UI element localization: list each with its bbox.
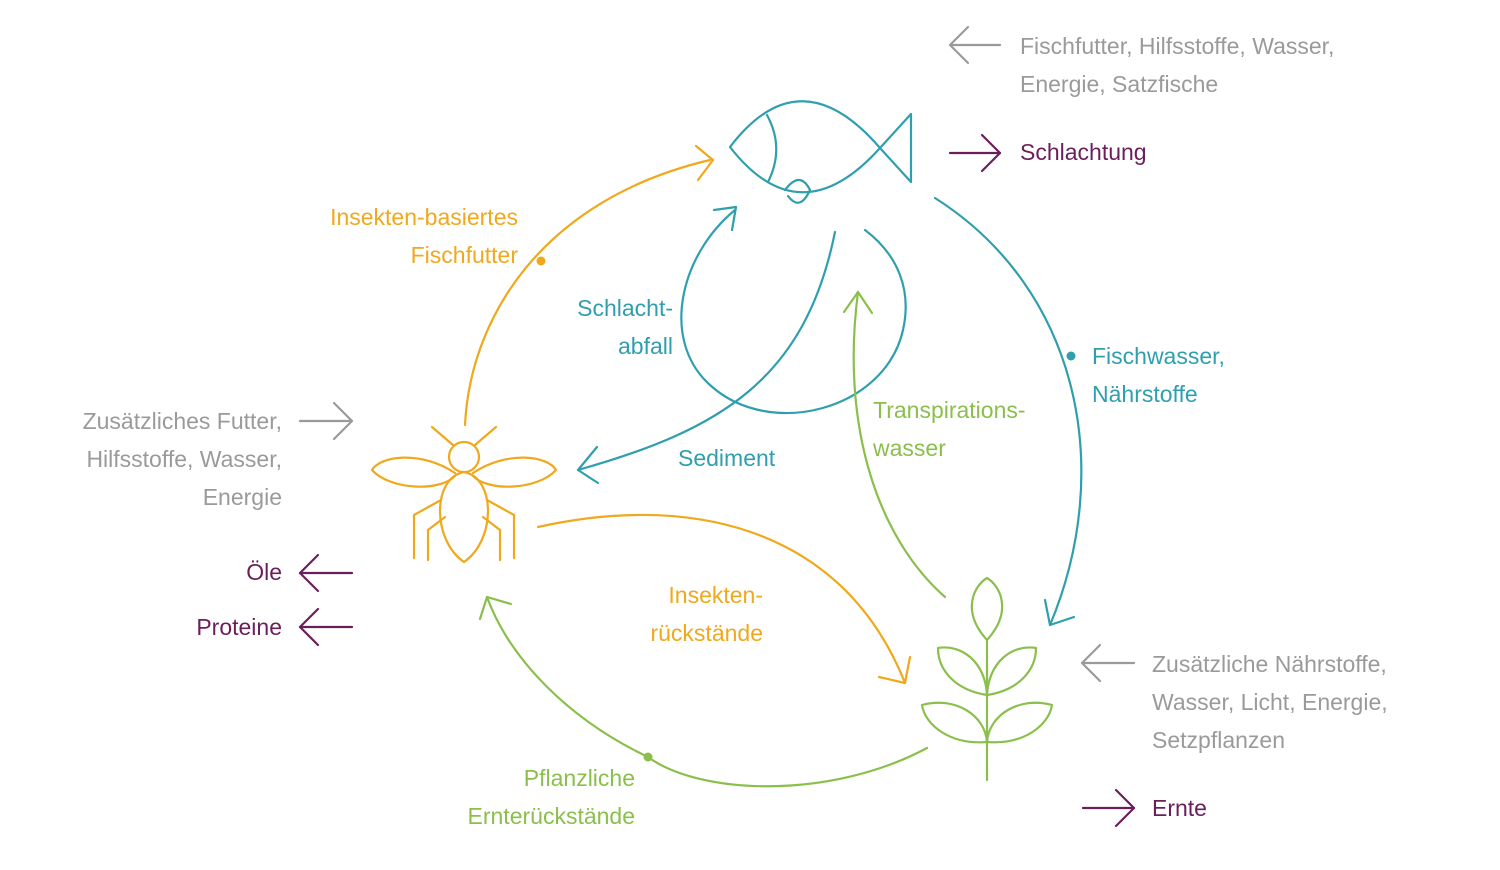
plant-output-label: Ernte [1152, 795, 1207, 821]
fish-icon [728, 100, 913, 204]
output-arrow-schlachtung [948, 133, 1002, 173]
flow-transpiration [842, 290, 947, 599]
input-arrow-fish [948, 25, 1002, 65]
label-line: Hilfsstoffe, Wasser, [86, 446, 282, 472]
flow-sediment [576, 230, 837, 485]
flow-transpiration-label: Transpirations- wasser [873, 391, 1026, 467]
input-arrow-insect [298, 401, 354, 441]
label-line: Wasser, Licht, Energie, [1152, 689, 1388, 715]
label-line: Insekten-basiertes [330, 204, 518, 230]
label-line: Fischfutter [410, 242, 518, 268]
label-line: Insekten- [668, 582, 763, 608]
flow-fish-to-plant-label: Fischwasser, Nährstoffe [1092, 337, 1225, 413]
output-arrow-proteine [298, 607, 354, 647]
flow-insect-residues-label: Insekten- rückstände [650, 576, 763, 652]
label-line: abfall [618, 333, 673, 359]
flow-plant-residues-label: Pflanzliche Ernterückstände [468, 759, 635, 835]
label-line: rückstände [650, 620, 763, 646]
label-line: Transpirations- [873, 397, 1026, 423]
label-line: Pflanzliche [523, 765, 635, 791]
flow-slaughter-waste-label: Schlacht- abfall [577, 289, 673, 365]
flow-fish-to-plant [933, 196, 1083, 627]
label-line: Zusätzliches Futter, [82, 408, 282, 434]
flow-insect-to-fish-label: Insekten-basiertes Fischfutter [330, 198, 518, 274]
output-arrow-oele [298, 553, 354, 593]
label-line: Nährstoffe [1092, 381, 1198, 407]
label-line: Energie, Satzfische [1020, 71, 1219, 97]
label-line: Ernterückstände [467, 803, 635, 829]
insect-icon [370, 425, 558, 564]
label-line: Fischfutter, Hilfsstoffe, Wasser, [1020, 33, 1335, 59]
label-line: Setzpflanzen [1152, 727, 1285, 753]
input-arrow-plant [1080, 643, 1136, 683]
fish-output-label: Schlachtung [1020, 139, 1147, 165]
fish-inputs-label: Fischfutter, Hilfsstoffe, Wasser, Energi… [1020, 27, 1334, 103]
plant-inputs-label: Zusätzliche Nährstoffe, Wasser, Licht, E… [1152, 645, 1388, 759]
label-line: wasser [873, 435, 946, 461]
flow-plant-residues [478, 595, 929, 788]
flow-insect-to-fish [463, 144, 715, 427]
plant-icon [920, 576, 1054, 782]
insect-inputs-label: Zusätzliches Futter, Hilfsstoffe, Wasser… [83, 402, 282, 516]
insect-output-oele-label: Öle [246, 559, 282, 585]
label-line: Energie [202, 484, 282, 510]
label-line: Zusätzliche Nährstoffe, [1152, 651, 1387, 677]
flow-insect-residues [536, 513, 912, 685]
label-line: Schlacht- [577, 295, 673, 321]
flow-sediment-label: Sediment [678, 445, 776, 471]
insect-output-proteine-label: Proteine [196, 614, 282, 640]
flow-slaughter-waste [680, 205, 907, 415]
output-arrow-ernte [1081, 788, 1136, 828]
label-line: Fischwasser, [1092, 343, 1225, 369]
